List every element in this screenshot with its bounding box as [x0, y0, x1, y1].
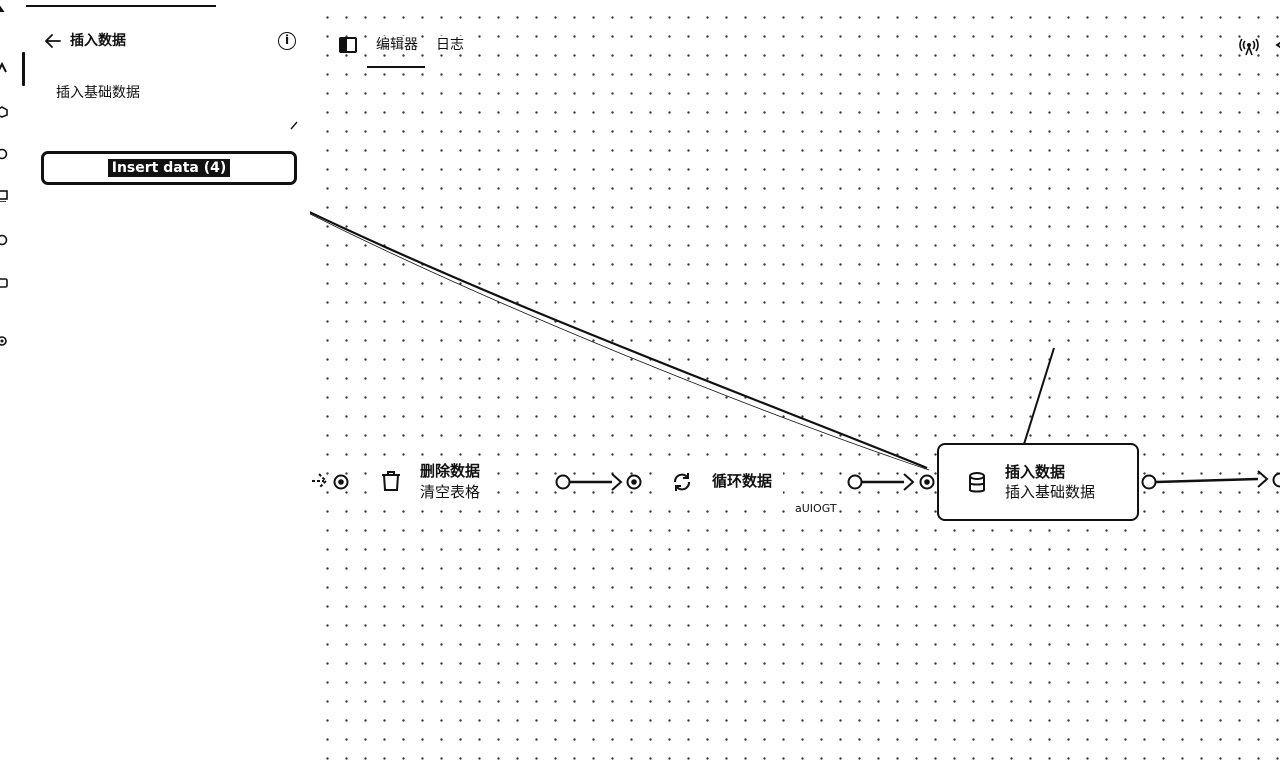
insert-data-button-label: Insert data (4) — [107, 159, 231, 177]
node-loop-title: 循环数据 — [712, 472, 773, 490]
arrow-left-icon — [45, 34, 61, 48]
edge-delete-to-loop — [555, 473, 642, 491]
tab-logs[interactable]: 日志 — [434, 36, 466, 54]
rail-active-indicator — [22, 52, 25, 86]
broadcast-icon[interactable] — [1239, 36, 1259, 56]
resize-grip-icon[interactable] — [290, 120, 298, 130]
sidebar-toggle-icon[interactable] — [339, 37, 357, 53]
active-tab-indicator — [367, 66, 425, 68]
flow-canvas[interactable]: 编辑器 日志 删除数据 清空表格 — [310, 0, 1280, 771]
node-insert-data[interactable]: 插入数据 插入基础数据 — [937, 443, 1139, 521]
cube-icon[interactable] — [0, 106, 8, 118]
drag-connection-line — [310, 211, 928, 470]
node-settings-panel: 插入数据 i Insert data (4) — [26, 0, 310, 771]
edge-insert-to-next — [1141, 470, 1280, 490]
logo-icon[interactable] — [0, 0, 8, 12]
panel-title: 插入数据 — [70, 33, 126, 49]
node-loop-id-label: aUIOGT — [794, 502, 838, 516]
trash-icon — [382, 471, 400, 491]
node-delete-data[interactable]: 删除数据 清空表格 — [368, 456, 494, 508]
node-delete-subtitle: 清空表格 — [420, 483, 481, 501]
canvas-toolbar: 编辑器 日志 — [310, 0, 1280, 70]
settings-icon[interactable] — [0, 335, 8, 347]
folder-icon[interactable] — [0, 277, 8, 289]
left-rail — [0, 0, 22, 771]
node-delete-title: 删除数据 — [420, 462, 481, 480]
panel-divider — [26, 5, 216, 7]
monitor-icon[interactable] — [0, 190, 8, 202]
refresh-icon — [674, 473, 690, 491]
edges-layer — [310, 211, 1280, 491]
tab-editor[interactable]: 编辑器 — [374, 36, 420, 54]
drag-connection-line-thin — [310, 213, 930, 471]
description-textarea[interactable] — [40, 70, 300, 132]
insert-data-button[interactable]: Insert data (4) — [41, 151, 297, 185]
database-icon — [969, 472, 985, 493]
delete-node-input-handle — [312, 473, 349, 490]
back-button[interactable] — [42, 30, 64, 52]
nodes-icon[interactable] — [0, 62, 8, 74]
annotation-arrow — [1019, 347, 1055, 458]
node-insert-title: 插入数据 — [1005, 463, 1066, 481]
share-icon[interactable] — [1273, 38, 1280, 52]
node-insert-subtitle: 插入基础数据 — [1005, 483, 1096, 501]
node-loop-data[interactable]: 循环数据 — [665, 462, 783, 502]
edge-loop-to-insert — [847, 473, 935, 491]
clock-icon[interactable] — [0, 234, 8, 246]
circle-icon[interactable] — [0, 148, 8, 160]
info-icon[interactable]: i — [278, 32, 296, 50]
